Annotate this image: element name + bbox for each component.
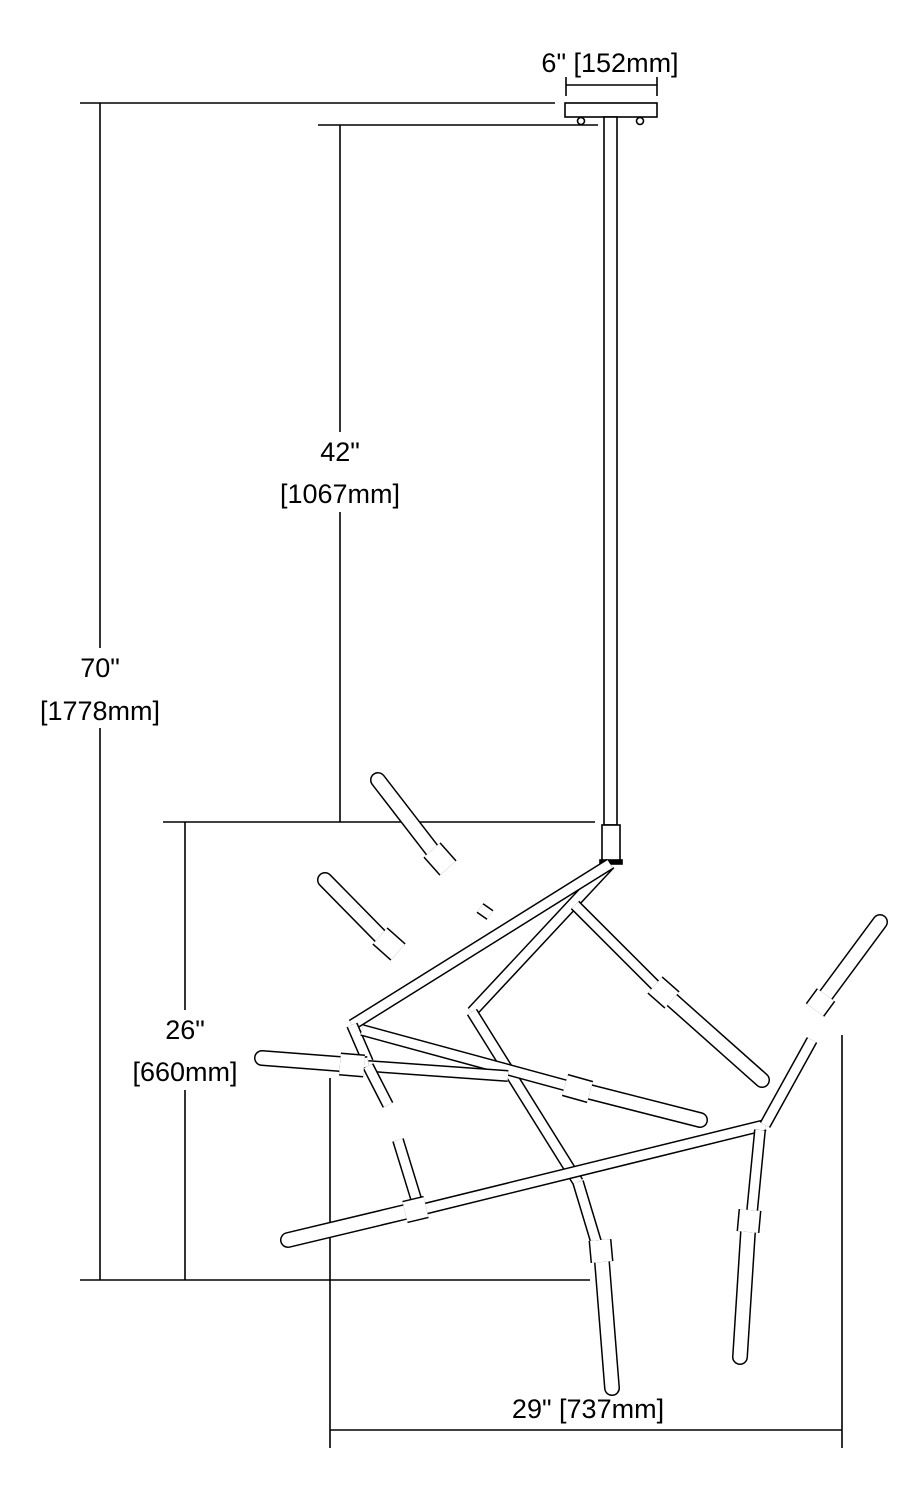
fixture-bulbs <box>254 772 888 1396</box>
bulb-socket-fill <box>648 977 679 1008</box>
arm-segment-fill <box>761 1037 816 1128</box>
arm-segment-fill <box>360 1025 592 1097</box>
arm-segment-fill <box>393 1138 423 1207</box>
bulb-fill <box>281 1205 412 1247</box>
rod-length-metric: [1067mm] <box>280 479 400 509</box>
bulb-fill <box>255 1051 347 1071</box>
bulb-fill <box>318 873 387 943</box>
arm-segment-fill <box>468 860 614 1016</box>
bulb-fill <box>371 773 439 857</box>
rod-length-imperial: 42" <box>320 437 360 467</box>
canopy <box>564 102 658 126</box>
arm-segment-fill <box>571 901 664 994</box>
arm-segment-fill <box>418 1120 767 1215</box>
fixture-width-label: 29" [737mm] <box>512 1394 664 1424</box>
arm-segment-fill <box>363 1063 393 1108</box>
bulb-socket-fill <box>806 989 835 1016</box>
bulb-socket-fill <box>562 1075 593 1102</box>
bulb-socket-fill <box>339 1054 365 1076</box>
canopy-width-label: 6" [152mm] <box>541 48 678 78</box>
fixture-height-metric: [660mm] <box>132 1057 237 1087</box>
bulb-socket-fill <box>424 843 456 875</box>
arm-segment-fill <box>367 1061 509 1081</box>
arm-segment-fill <box>349 860 613 1029</box>
bulb-socket-fill <box>738 1209 760 1233</box>
overall-height-metric: [1778mm] <box>40 696 160 726</box>
bulb-socket-fill <box>402 1197 429 1222</box>
arm-segment-fill <box>747 1129 765 1213</box>
bulb-fill <box>733 1225 755 1364</box>
dimension-lines <box>80 70 843 1448</box>
down-rod <box>599 116 623 865</box>
fixture-height-imperial: 26" <box>165 1015 205 1045</box>
bulb-fill <box>583 1085 707 1127</box>
bulb-fill <box>819 915 887 1002</box>
bulb-socket-fill <box>590 1239 612 1263</box>
dimension-labels: 6" [152mm] 70" [1778mm] 42" [1067mm] 26"… <box>20 45 700 1424</box>
arm-segment-fill <box>468 1009 582 1185</box>
bulb-socket-fill <box>373 928 405 960</box>
overall-height-imperial: 70" <box>80 653 120 683</box>
arm-segment-fill <box>347 1023 373 1064</box>
bulb-fill <box>595 1255 619 1395</box>
bulb-fill <box>665 993 769 1087</box>
arm-segment-fill <box>477 904 493 919</box>
